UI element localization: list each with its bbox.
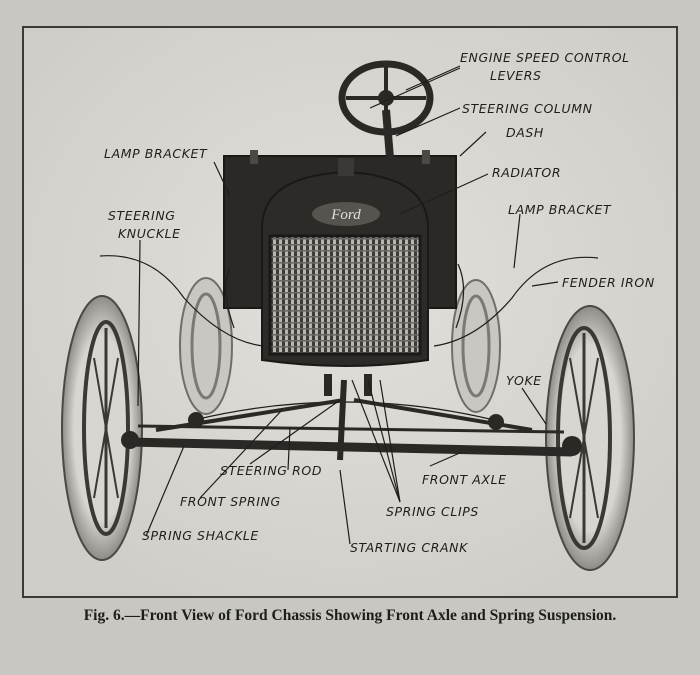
label-fender-iron: FENDER IRON bbox=[562, 275, 655, 290]
fender-irons bbox=[99, 255, 599, 347]
label-spring-clips: SPRING CLIPS bbox=[386, 504, 479, 519]
label-starting-crank: STARTING CRANK bbox=[350, 540, 469, 555]
figure-caption: Fig. 6.—Front View of Ford Chassis Showi… bbox=[83, 607, 617, 624]
front-left-wheel bbox=[61, 295, 143, 561]
radiator: Ford bbox=[261, 158, 429, 367]
illustration-plate: Ford bbox=[22, 26, 678, 598]
rear-left-wheel bbox=[179, 277, 233, 415]
front-axle-assembly bbox=[121, 374, 582, 461]
label-steering-rod: STEERING ROD bbox=[220, 463, 322, 478]
front-right-wheel bbox=[545, 305, 635, 571]
ford-badge: Ford bbox=[330, 207, 361, 223]
label-lamp-bracket-right: LAMP BRACKET bbox=[508, 202, 612, 217]
label-steering-column: STEERING COLUMN bbox=[462, 101, 593, 116]
label-front-axle: FRONT AXLE bbox=[422, 472, 507, 487]
label-spring-shackle: SPRING SHACKLE bbox=[142, 528, 259, 543]
rear-right-wheel bbox=[451, 279, 501, 413]
steering-wheel bbox=[338, 60, 434, 159]
label-dash: DASH bbox=[506, 125, 544, 140]
leader-lines bbox=[137, 65, 559, 545]
label-lamp-bracket-left: LAMP BRACKET bbox=[104, 146, 208, 161]
label-engine-speed-control-levers: LEVERS bbox=[490, 68, 542, 83]
chassis-drawing: Ford bbox=[24, 28, 676, 596]
label-radiator: RADIATOR bbox=[492, 165, 561, 180]
callout-labels: ENGINE SPEED CONTROL LEVERS STEERING COL… bbox=[104, 50, 655, 555]
label-yoke: YOKE bbox=[506, 373, 542, 388]
label-engine-speed-control: ENGINE SPEED CONTROL bbox=[460, 50, 630, 65]
label-front-spring: FRONT SPRING bbox=[180, 494, 281, 509]
label-knuckle: KNUCKLE bbox=[118, 226, 181, 241]
label-steering: STEERING bbox=[108, 208, 176, 223]
